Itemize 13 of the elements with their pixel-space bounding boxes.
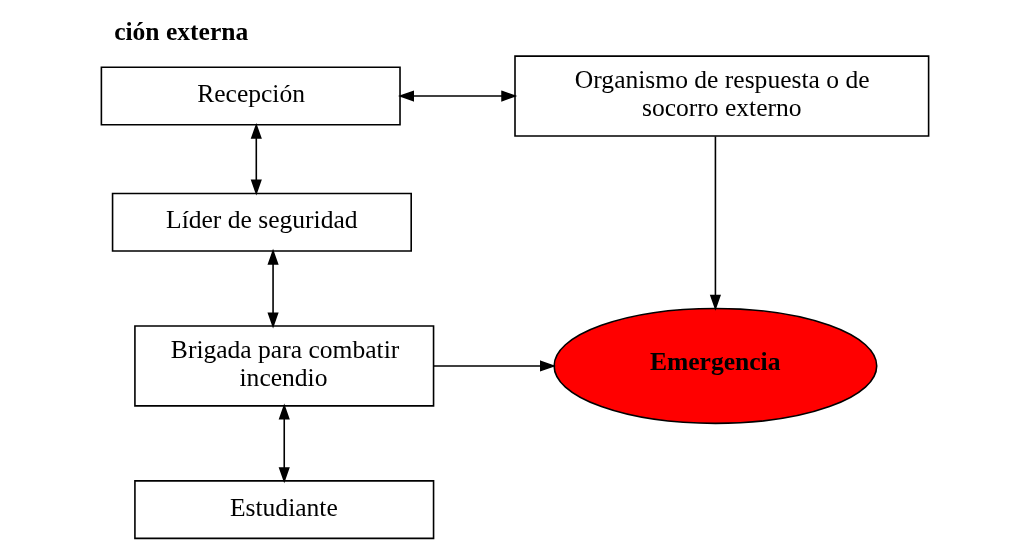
arrow: [267, 248, 279, 329]
arrow: [398, 90, 518, 102]
node-box: Estudiante: [134, 480, 435, 540]
arrow: [709, 135, 721, 311]
arrow: [250, 122, 262, 196]
arrow: [433, 360, 556, 372]
node-box: Recepción: [100, 66, 401, 126]
node-box: Brigada para combatir incendio: [134, 325, 435, 407]
arrow: [278, 403, 290, 484]
node-box: Organismo de respuesta o de socorro externo: [514, 55, 930, 137]
diagram-title: ción externa: [114, 16, 249, 46]
node-ellipse: Emergencia: [553, 307, 878, 425]
node-box: Líder de seguridad: [111, 192, 412, 252]
